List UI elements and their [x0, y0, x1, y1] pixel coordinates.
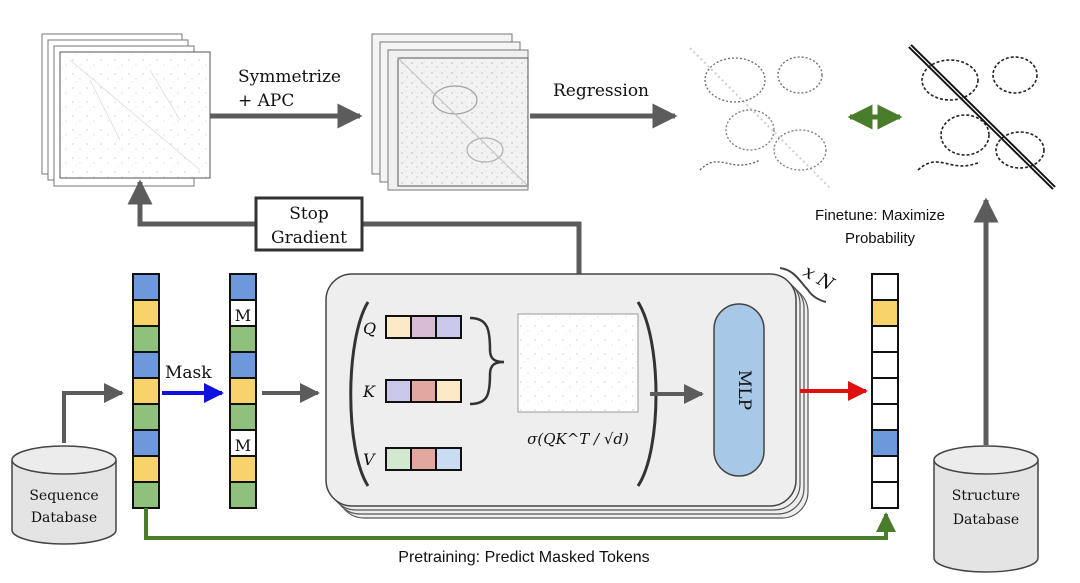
sequence-db-label-line2: Database — [31, 510, 97, 526]
qk-brace — [469, 316, 505, 406]
output-sequence — [871, 273, 899, 509]
k-vector — [385, 379, 462, 403]
pretraining-label: Pretraining: Predict Masked Tokens — [398, 549, 649, 566]
softmax-formula: σ(QK^T / √d) — [527, 430, 629, 448]
left-paren — [349, 301, 370, 487]
structure-database: Structure Database — [933, 445, 1039, 573]
masked-token-mask — [229, 299, 257, 327]
input-token-blue — [132, 351, 160, 379]
mask-token-label: M — [235, 306, 251, 325]
symmetrize-label: Symmetrize — [238, 67, 341, 87]
v-vector — [385, 447, 462, 471]
input-token-yellow — [132, 455, 160, 483]
mask-label: Mask — [165, 363, 212, 383]
input-token-green — [132, 403, 160, 431]
attention-maps-stack — [41, 33, 211, 187]
output-token-white — [871, 351, 899, 379]
stop-label: Stop — [289, 204, 329, 224]
output-token-white — [871, 325, 899, 353]
gradient-label: Gradient — [271, 228, 347, 248]
input-token-green — [132, 325, 160, 353]
attention-map — [517, 313, 639, 413]
input-token-green — [132, 481, 160, 509]
sequence-database: Sequence Database — [11, 445, 117, 545]
input-token-blue — [132, 429, 160, 457]
output-token-white — [871, 481, 899, 509]
output-token-white — [871, 455, 899, 483]
masked-token-green — [229, 481, 257, 509]
input-sequence — [132, 273, 160, 509]
mask-token-label: M — [235, 436, 251, 455]
from-sequence-db-arrow — [62, 383, 124, 443]
true-contact-map — [906, 42, 1058, 192]
output-token-white — [871, 273, 899, 301]
masked-sequence: MM — [229, 273, 257, 509]
output-token-white — [871, 377, 899, 405]
times-n-label: x N — [800, 261, 839, 296]
input-token-blue — [132, 273, 160, 301]
pretraining-arrow — [144, 508, 896, 540]
masked-token-green — [229, 403, 257, 431]
structure-db-label-line1: Structure — [952, 488, 1020, 504]
apc-label: + APC — [238, 91, 294, 111]
masked-token-green — [229, 325, 257, 353]
output-token-white — [871, 403, 899, 431]
input-token-yellow — [132, 377, 160, 405]
symmetrized-maps-stack — [371, 33, 529, 191]
input-token-yellow — [132, 299, 160, 327]
masked-token-yellow — [229, 377, 257, 405]
q-label: Q — [363, 319, 376, 338]
masked-token-blue — [229, 273, 257, 301]
repeat-brace — [779, 267, 827, 303]
stop-gradient-box — [254, 196, 364, 252]
masked-token-yellow — [229, 455, 257, 483]
q-vector — [385, 315, 462, 339]
k-label: K — [362, 382, 376, 401]
mlp-block — [713, 303, 765, 477]
masked-token-mask — [229, 429, 257, 457]
finetune-label-line1: Finetune: Maximize — [815, 207, 945, 224]
finetune-label-line2: Probability — [845, 230, 916, 247]
mlp-label: MLP — [734, 370, 754, 410]
sequence-db-label-line1: Sequence — [29, 488, 98, 504]
masked-token-blue — [229, 351, 257, 379]
structure-db-label-line2: Database — [953, 512, 1019, 528]
regression-label: Regression — [553, 81, 649, 101]
predicted-contact-map — [684, 42, 836, 192]
v-label: V — [363, 450, 376, 469]
output-token-yellow — [871, 299, 899, 327]
output-token-blue — [871, 429, 899, 457]
